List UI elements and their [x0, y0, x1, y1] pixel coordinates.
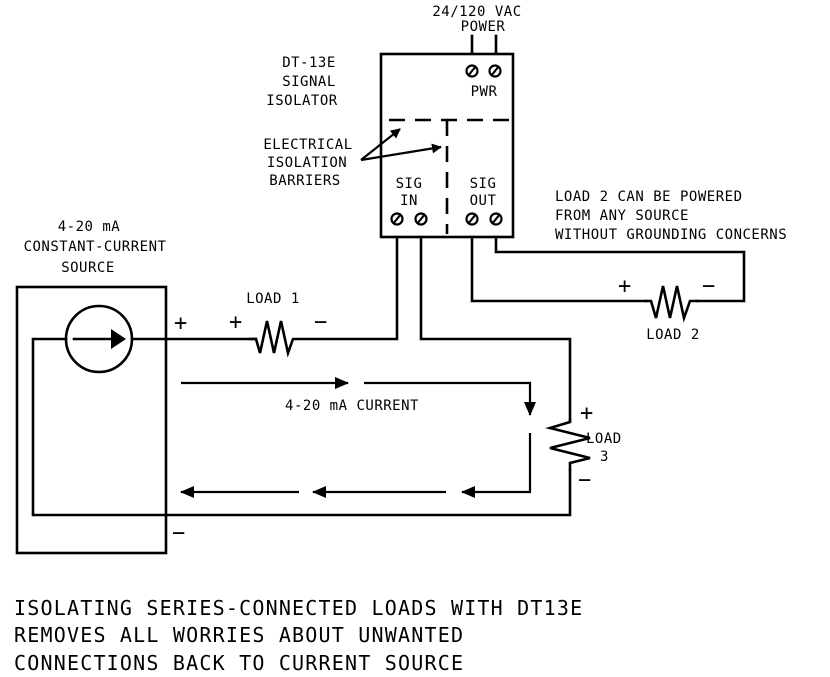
caption-line-2: REMOVES ALL WORRIES ABOUT UNWANTED	[14, 623, 464, 647]
pwr-terminal-1	[465, 64, 479, 78]
load2-plus-sign: +	[618, 274, 631, 299]
current-source-arrow-icon	[111, 329, 126, 349]
caption-line-3: CONNECTIONS BACK TO CURRENT SOURCE	[14, 651, 464, 675]
current-flow-arrow-2	[364, 381, 536, 416]
load2-label: LOAD 2	[646, 327, 700, 343]
load3-label-line-2: 3	[600, 449, 609, 465]
isolator-name-line-3: ISOLATOR	[266, 93, 338, 109]
load2-note-line-2: FROM ANY SOURCE	[555, 208, 689, 224]
wire-sig-out-plus	[470, 235, 648, 303]
load3-plus-sign: +	[580, 401, 593, 426]
sig-in-label-1: SIG	[396, 176, 423, 192]
load1-minus-sign: −	[314, 310, 327, 335]
load3-label-line-1: LOAD	[586, 431, 622, 447]
current-source-box	[15, 285, 168, 555]
load2-minus-sign: −	[702, 274, 715, 299]
barrier-arrow-2	[360, 143, 442, 162]
sig-in-terminal-2	[414, 212, 428, 226]
barrier-arrow-1	[360, 128, 401, 161]
sig-out-terminal-1	[465, 212, 479, 226]
source-label-line-3: SOURCE	[61, 260, 115, 276]
wire-sig-in-to-load3	[419, 235, 572, 422]
sig-out-terminal-2	[489, 212, 503, 226]
isolator-name-line-1: DT-13E	[282, 55, 336, 71]
load2-note-line-3: WITHOUT GROUNDING CONCERNS	[555, 227, 787, 243]
caption-line-1: ISOLATING SERIES-CONNECTED LOADS WITH DT…	[14, 596, 583, 620]
load3-minus-sign: −	[578, 468, 591, 493]
power-label-line-1: 24/120 VAC	[432, 4, 521, 20]
current-flow-arrow-3	[461, 433, 532, 498]
source-plus-sign: +	[174, 311, 187, 336]
load2-note-line-1: LOAD 2 CAN BE POWERED	[555, 189, 743, 205]
load3-resistor	[545, 418, 591, 472]
barrier-label-line-2: ISOLATION	[267, 155, 347, 171]
isolator-name-line-2: SIGNAL	[282, 74, 336, 90]
sig-out-label-2: OUT	[470, 193, 497, 209]
wire-sig-out-minus	[494, 235, 746, 303]
load1-label: LOAD 1	[246, 291, 300, 307]
sig-in-terminal-1	[390, 212, 404, 226]
source-minus-sign: −	[172, 521, 185, 546]
sig-out-label-1: SIG	[470, 176, 497, 192]
power-label-line-2: POWER	[461, 19, 506, 35]
source-label-line-1: 4-20 mA	[58, 219, 121, 235]
current-label: 4-20 mA CURRENT	[285, 398, 419, 414]
wire-source-return	[31, 337, 572, 517]
load2-resistor	[644, 285, 699, 323]
pwr-terminal-2	[488, 64, 502, 78]
barrier-label-line-3: BARRIERS	[269, 173, 340, 189]
load1-resistor-and-wire	[248, 235, 399, 358]
source-label-line-2: CONSTANT-CURRENT	[24, 239, 167, 255]
pwr-label: PWR	[471, 84, 498, 100]
barrier-label-line-1: ELECTRICAL	[263, 137, 352, 153]
load1-plus-sign: +	[229, 310, 242, 335]
sig-in-label-2: IN	[400, 193, 418, 209]
